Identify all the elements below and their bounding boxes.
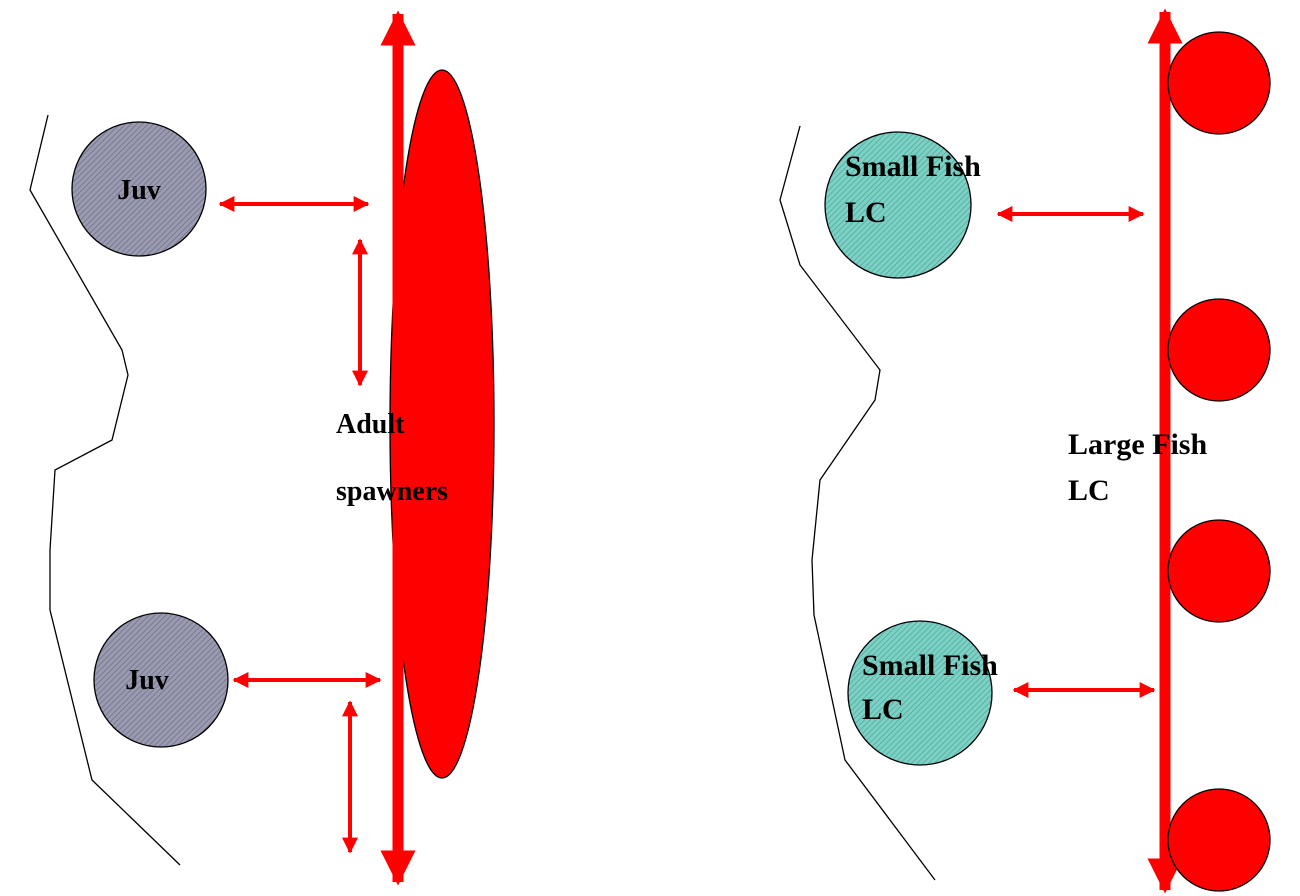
adult-spawners-ellipse: [389, 69, 495, 779]
small-fish-bottom-line2: LC: [862, 693, 904, 726]
large-fish-circle-2: [1167, 298, 1271, 402]
large-fish-label-line2: LC: [1068, 474, 1110, 507]
juv-label-top: Juv: [117, 175, 161, 206]
adult-label-line2: spawners: [336, 476, 448, 507]
adult-label-line1: Adult: [336, 409, 405, 440]
juv-label-bottom: Juv: [125, 665, 169, 696]
juv-circle-top: [71, 121, 207, 257]
right-shoreline: [779, 125, 936, 881]
large-fish-circle-4: [1167, 788, 1271, 892]
small-fish-bottom-line1: Small Fish: [862, 649, 998, 682]
left-shoreline: [29, 114, 181, 866]
left-panel: Juv Juv Adult spawners: [29, 10, 495, 886]
small-fish-top-line1: Small Fish: [845, 150, 981, 183]
small-fish-top-line2: LC: [845, 196, 887, 229]
small-fish-circle-top: [824, 131, 972, 279]
large-fish-label-line1: Large Fish: [1068, 428, 1207, 461]
large-fish-circle-3: [1167, 519, 1271, 623]
large-fish-circle-1: [1167, 31, 1271, 135]
small-fish-circle-bottom: [847, 620, 993, 766]
right-panel: Small Fish LC Small Fish LC Large Fish L…: [779, 8, 1271, 894]
juv-circle-bottom: [93, 612, 229, 748]
